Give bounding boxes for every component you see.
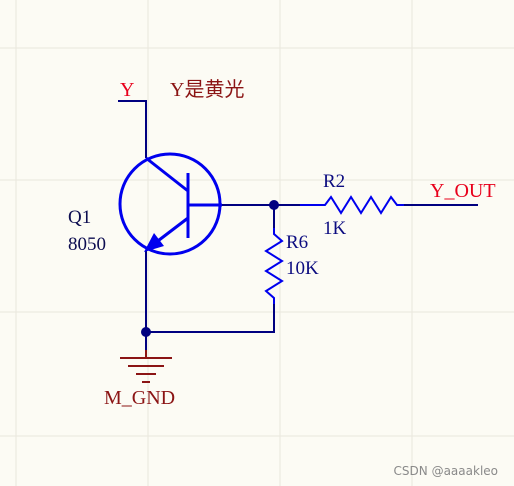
q1-designator[interactable]: Q1: [68, 207, 92, 228]
net-comment-y: Y是黄光: [170, 79, 245, 101]
net-label-y[interactable]: Y: [120, 79, 135, 101]
wire-y-to-collector: [118, 100, 147, 158]
net-label-y-out[interactable]: Y_OUT: [430, 180, 496, 202]
power-port-label-gnd[interactable]: M_GND: [104, 387, 176, 409]
transistor-q1-symbol: [118, 152, 222, 256]
wire-r6-to-gnd: [146, 304, 275, 333]
watermark: CSDN @aaaakleo: [393, 464, 498, 478]
r2-designator[interactable]: R2: [323, 171, 346, 192]
resistor-r2-symbol: [300, 195, 404, 215]
ground-symbol-icon: [120, 350, 172, 383]
r6-value: 10K: [286, 258, 319, 279]
junction-dot-base-node: [269, 200, 279, 210]
junction-dot-gnd-node: [141, 327, 151, 337]
r6-designator[interactable]: R6: [286, 232, 309, 253]
resistor-r6-symbol: [264, 228, 284, 304]
r2-value: 1K: [323, 218, 347, 239]
emitter-arrow-icon: [144, 233, 164, 252]
wires: [118, 100, 478, 350]
q1-value: 8050: [68, 234, 106, 255]
